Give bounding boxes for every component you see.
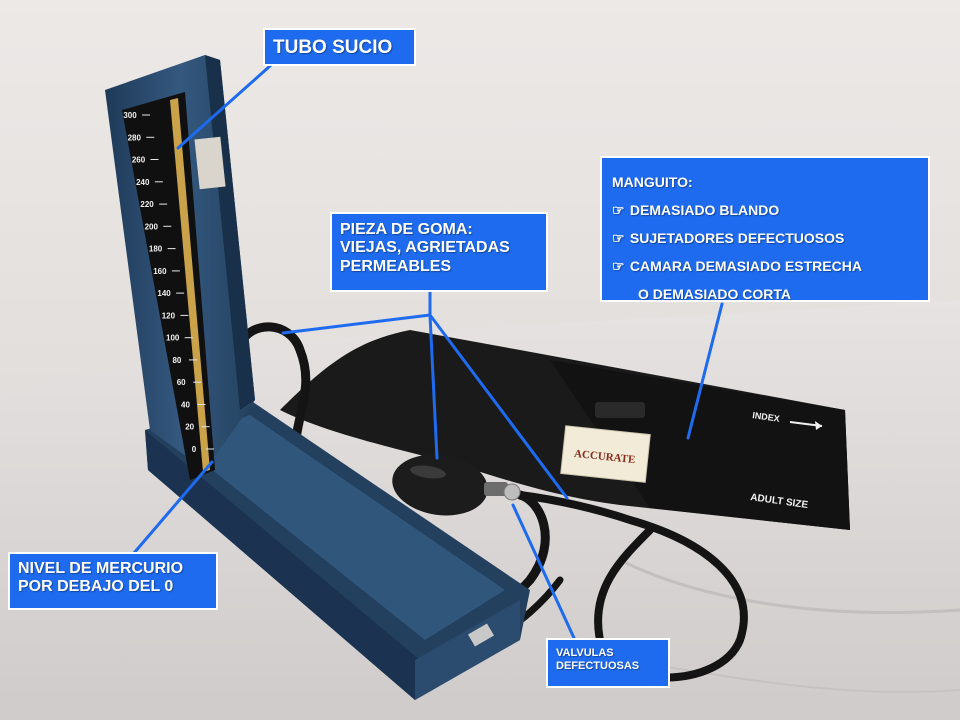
label-nivel-mercurio-line: NIVEL DE MERCURIO (18, 560, 184, 577)
label-manguito-item: ☞ CAMARA DEMASIADO ESTRECHA (612, 252, 918, 280)
scale-tick-label: 140 (157, 289, 171, 298)
label-manguito-item: ☞ SUJETADORES DEFECTUOSOS (612, 224, 918, 252)
cuff: ACCURATE INDEX ADULT SIZE (280, 330, 850, 530)
lid-info-plate (194, 136, 226, 190)
scale-tick-label: 300 (123, 111, 137, 120)
label-manguito-title: MANGUITO: (612, 174, 693, 190)
scale-tick-label: 240 (136, 178, 150, 187)
callout-line-mercurio (132, 460, 214, 555)
valve-knob (503, 483, 521, 501)
scale-tick-label: 200 (145, 222, 159, 231)
label-pieza-goma: PIEZA DE GOMA: VIEJAS, AGRIETADAS PERMEA… (330, 212, 548, 292)
scale-tick-label: 40 (181, 401, 190, 410)
label-manguito: MANGUITO: ☞ DEMASIADO BLANDO ☞ SUJETADOR… (600, 156, 930, 302)
callout-lines (132, 64, 724, 640)
scale-tick-label: 120 (162, 311, 176, 320)
callout-line-manguito (686, 302, 724, 440)
scale-tick-label: 80 (172, 356, 181, 365)
scale-tick-label: 100 (166, 334, 180, 343)
cloth-fold (619, 558, 960, 615)
label-nivel-mercurio-line: POR DEBAJO DEL 0 (18, 578, 174, 596)
label-valvulas-line: VALVULAS (556, 647, 614, 659)
label-tubo-sucio-text: TUBO SUCIO (273, 37, 393, 58)
label-nivel-mercurio: NIVEL DE MERCURIO POR DEBAJO DEL 0 (8, 552, 218, 610)
scale-tick-labels: 3002802602402202001801601401201008060402… (123, 111, 214, 454)
scale-tick-label: 260 (132, 156, 146, 165)
rubber-bulb (392, 454, 521, 516)
pointing-hand-icon: ☞ (612, 230, 625, 246)
mercury-scale (122, 92, 215, 480)
pointing-hand-icon: ☞ (612, 258, 625, 274)
callout-line-goma-a (281, 313, 432, 335)
label-valvulas: VALVULAS DEFECTUOSAS (546, 638, 670, 688)
cuff-index-text: INDEX (752, 410, 781, 424)
callout-line-tubo (176, 64, 272, 150)
scale-tick-label: 220 (140, 200, 154, 209)
scale-tick-label: 20 (185, 423, 194, 432)
label-manguito-item: ☞ DEMASIADO BLANDO (612, 196, 918, 224)
label-pieza-goma-line: PIEZA DE GOMA: (340, 221, 473, 238)
scale-tick-label: 60 (177, 378, 186, 387)
scale-tick-label: 160 (153, 267, 167, 276)
callout-line-goma-b (428, 313, 439, 460)
label-pieza-goma-line: PERMEABLES (340, 257, 452, 275)
label-pieza-goma-line: VIEJAS, AGRIETADAS (340, 239, 510, 257)
scale-tick-label: 0 (192, 445, 197, 454)
glass-tube (170, 98, 210, 472)
label-tubo-sucio: TUBO SUCIO (263, 28, 416, 66)
callout-line-goma-c (428, 313, 569, 500)
label-manguito-item: O DEMASIADO CORTA (638, 286, 791, 302)
manometer-lid (105, 55, 255, 480)
scale-tick-label: 180 (149, 245, 163, 254)
cuff-brand-patch (560, 425, 651, 483)
callout-line-valvulas (511, 503, 576, 640)
pointing-hand-icon: ☞ (612, 202, 625, 218)
label-valvulas-line: DEFECTUOSAS (556, 659, 640, 672)
scale-tick-label: 280 (128, 133, 142, 142)
manometer-case (145, 400, 530, 700)
